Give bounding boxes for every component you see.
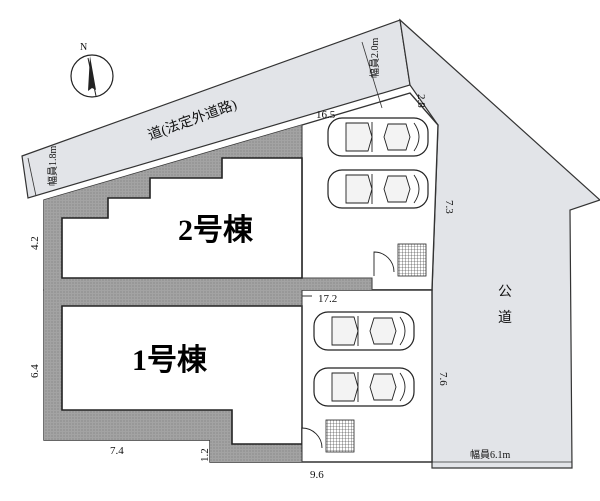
front-road-width-marker bbox=[361, 41, 383, 109]
public-road-name-2: 道 bbox=[498, 310, 512, 326]
front-road-left-width-marker bbox=[27, 157, 37, 197]
dim-middle-boundary: 17.2 bbox=[318, 293, 337, 305]
dim-bottom-right: 9.6 bbox=[310, 469, 324, 481]
dim-right-lower: 7.6 bbox=[437, 372, 449, 386]
building-2-outline bbox=[61, 157, 303, 279]
dim-right-upper: 7.3 bbox=[443, 200, 455, 214]
public-road-name-1: 公 bbox=[498, 285, 512, 300]
building-1-label: 1号棟 bbox=[132, 344, 208, 377]
north-label: N bbox=[80, 42, 87, 53]
car-lower-2 bbox=[313, 367, 415, 407]
dim-left-upper: 4.2 bbox=[29, 236, 41, 250]
car-upper-2 bbox=[327, 169, 429, 209]
dim-corner-segment: 2.8 bbox=[415, 94, 427, 108]
dim-step: 1.2 bbox=[199, 448, 211, 462]
dim-left-lower: 6.4 bbox=[29, 364, 41, 378]
north-arrow bbox=[70, 54, 114, 98]
public-road bbox=[399, 18, 600, 469]
car-upper-1 bbox=[327, 117, 429, 157]
building-2-label: 2号棟 bbox=[178, 214, 254, 247]
entrance-steps-2 bbox=[373, 243, 427, 277]
front-road-width-top: 幅員2.0m bbox=[368, 38, 381, 78]
entrance-steps-1 bbox=[301, 419, 355, 453]
car-lower-1 bbox=[313, 311, 415, 351]
dim-top-segment: 16.5 bbox=[316, 109, 336, 121]
public-road-width: 幅員6.1m bbox=[470, 448, 510, 461]
dim-bottom-left: 7.4 bbox=[110, 445, 124, 457]
front-road-width-left: 幅員1.8m bbox=[46, 146, 59, 186]
